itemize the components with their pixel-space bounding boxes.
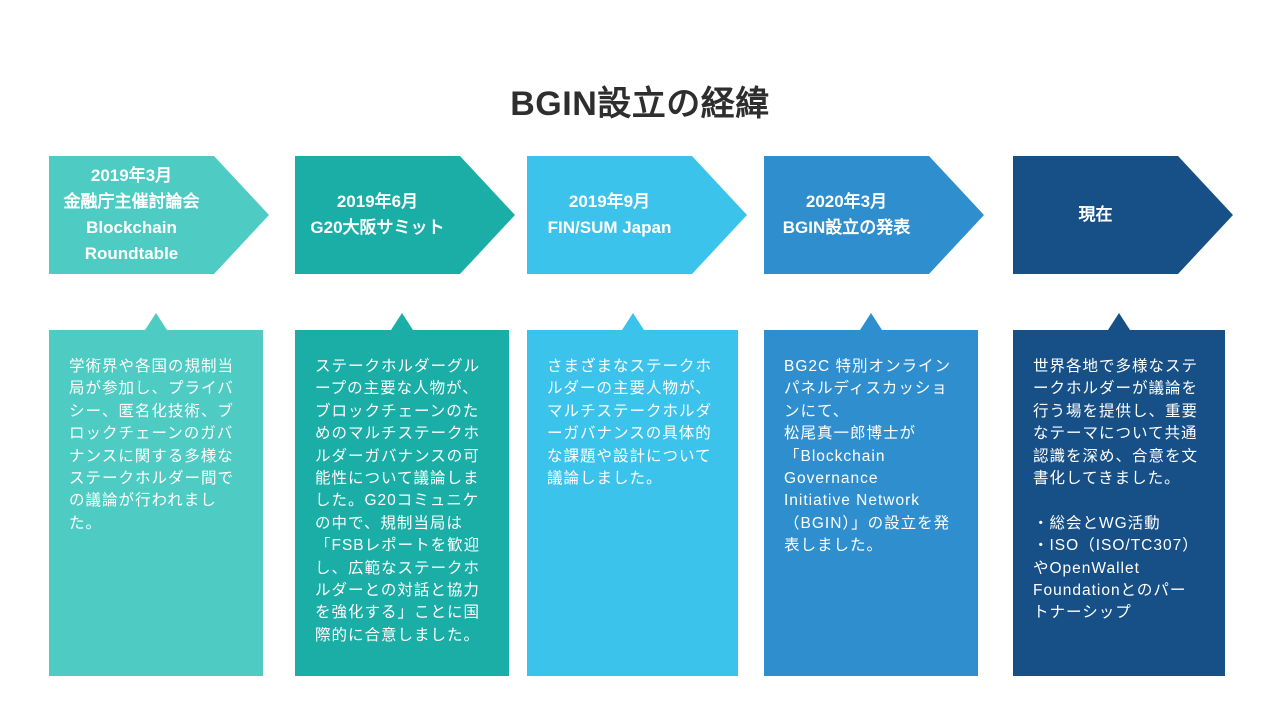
timeline-column-1: 2019年3月 金融庁主催討論会 Blockchain Roundtable 学… [49,156,269,686]
timeline-column-3: 2019年9月 FIN/SUM Japan さまざまなステークホ ルダーの主要人… [527,156,747,686]
timeline-detail-text-3: さまざまなステークホ ルダーの主要人物が、 マルチステークホルダ ーガバナンスの… [547,358,713,488]
timeline-arrow-1 [49,156,269,274]
timeline-column-2: 2019年6月 G20大阪サミット ステークホルダーグル ープの主要な人物が、 … [295,156,515,686]
timeline-detail-text-2: ステークホルダーグル ープの主要な人物が、 ブロックチェーンのた めのマルチステ… [315,358,481,644]
timeline-arrow-5-label: 現在 [1078,205,1113,224]
timeline-detail-box-1: 学術界や各国の規制当 局が参加し、プライバ シー、匿名化技術、ブ ロックチェーン… [49,330,263,676]
timeline-detail-text-5: 世界各地で多様なステ ークホルダーが議論を 行う場を提供し、重要 なテーマについ… [1033,358,1199,622]
timeline-column-4: 2020年3月 BGIN設立の発表 BG2C 特別オンライン パネルディスカッシ… [764,156,984,686]
page-title: BGIN設立の経緯 [510,85,770,123]
timeline-arrow-2-label: 2019年6月 G20大阪サミット [310,192,445,237]
timeline-detail-box-2: ステークホルダーグル ープの主要な人物が、 ブロックチェーンのた めのマルチステ… [295,330,509,676]
timeline-detail-box-4: BG2C 特別オンライン パネルディスカッショ ンにて、 松尾真一郎博士が 「B… [764,330,978,676]
timeline-detail-box-5: 世界各地で多様なステ ークホルダーが議論を 行う場を提供し、重要 なテーマについ… [1013,330,1225,676]
connector-triangle-2 [391,313,413,330]
timeline-arrow-3-label: 2019年9月 FIN/SUM Japan [547,192,672,237]
timeline-arrow-3 [527,156,747,274]
connector-triangle-1 [145,313,167,330]
connector-triangle-4 [860,313,882,330]
timeline-arrow-4 [764,156,984,274]
timeline-detail-text-1: 学術界や各国の規制当 局が参加し、プライバ シー、匿名化技術、ブ ロックチェーン… [69,358,235,532]
timeline-column-5: 現在 世界各地で多様なステ ークホルダーが議論を 行う場を提供し、重要 なテーマ… [1013,156,1233,686]
timeline-detail-text-4: BG2C 特別オンライン パネルディスカッショ ンにて、 松尾真一郎博士が 「B… [784,358,952,555]
timeline-arrow-4-label: 2020年3月 BGIN設立の発表 [782,192,911,237]
timeline-arrow-1-label: 2019年3月 金融庁主催討論会 Blockchain Roundtable [63,166,200,263]
connector-triangle-5 [1108,313,1130,330]
timeline-detail-box-3: さまざまなステークホ ルダーの主要人物が、 マルチステークホルダ ーガバナンスの… [527,330,738,676]
connector-triangle-3 [621,313,644,330]
